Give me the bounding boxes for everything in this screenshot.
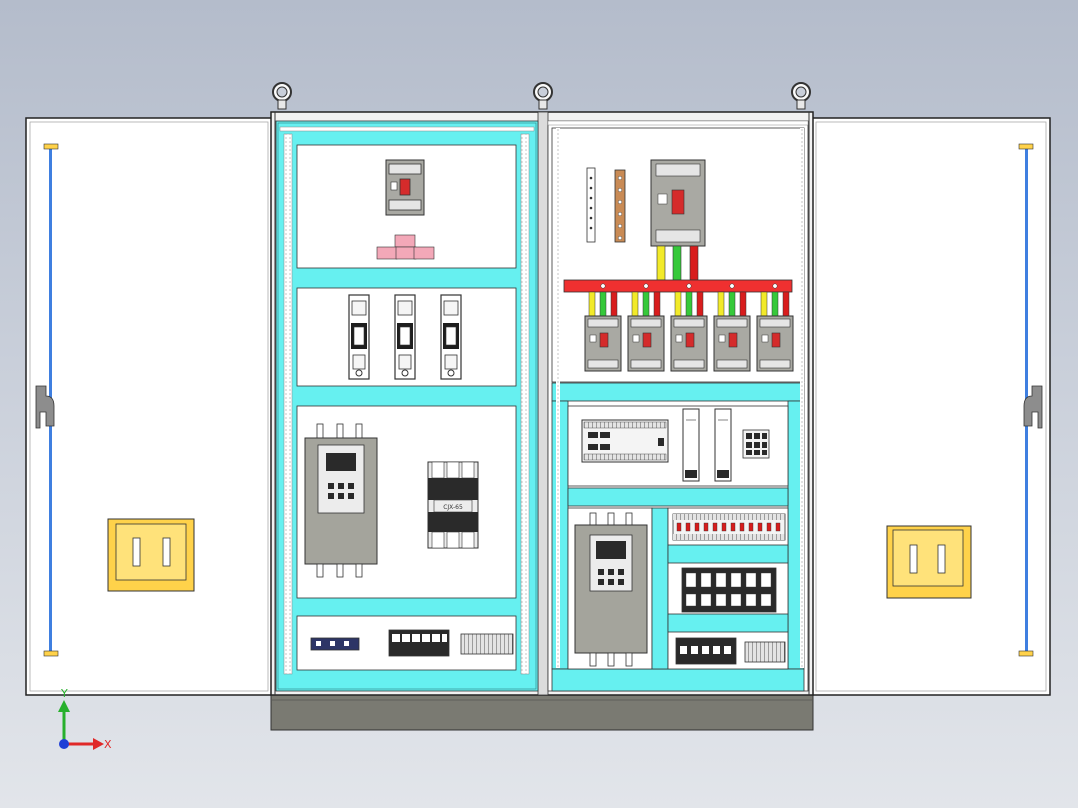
wire-yellow: [656, 245, 666, 281]
branch-breaker: [627, 283, 665, 372]
fuse-holder: [394, 294, 416, 380]
soft-starter: [304, 423, 378, 578]
z-axis-origin: [59, 739, 69, 749]
fuse-holder: [440, 294, 462, 380]
left-cabinet: CJX-65: [275, 120, 539, 692]
relay-socket: [685, 593, 697, 607]
branch-breaker: [670, 283, 708, 372]
terminal-screw: [702, 646, 709, 654]
mini-breaker-toggle: [712, 522, 718, 532]
relay-socket: [760, 593, 772, 607]
branch-breakers: [584, 283, 794, 372]
mini-breaker-toggle: [703, 522, 709, 532]
mini-breaker-toggle: [721, 522, 727, 532]
pink-terminal-lugs: [376, 234, 435, 260]
mini-breaker-toggle: [757, 522, 763, 532]
mini-breaker-toggle: [775, 522, 781, 532]
dark-terminal-block: [388, 629, 450, 657]
terminal-rows: [675, 637, 786, 665]
right-cabinet: [547, 120, 809, 692]
terminal-strip: [460, 633, 514, 655]
copper-bar: [614, 169, 626, 243]
relay-socket: [730, 593, 742, 607]
terminal-screw: [724, 646, 731, 654]
relay-socket: [700, 593, 712, 607]
lifting-eye: [272, 82, 292, 110]
relay-block: [742, 429, 770, 459]
relay-module: [730, 572, 742, 588]
axes-triad: Y X: [58, 687, 112, 751]
left-door-handle[interactable]: [107, 518, 195, 592]
relay-socket: [715, 593, 727, 607]
relay-row: [681, 567, 777, 613]
right-door[interactable]: [811, 117, 1051, 696]
mini-breaker-row: [672, 513, 786, 541]
cabinet-divider: [537, 111, 549, 696]
power-supply: [714, 408, 732, 482]
branch-breaker: [713, 283, 751, 372]
fuse-holder: [348, 294, 370, 380]
molded-case-breaker: [385, 159, 425, 216]
busbar: [563, 279, 793, 293]
wire-green: [672, 245, 682, 281]
relay-module: [685, 572, 697, 588]
branch-breaker: [584, 283, 622, 372]
relay-module: [760, 572, 772, 588]
terminal-screw: [680, 646, 687, 654]
terminal-screw: [691, 646, 698, 654]
branch-breaker: [756, 283, 794, 372]
power-supply: [682, 408, 700, 482]
left-door[interactable]: [25, 117, 273, 696]
relay-module: [700, 572, 712, 588]
relay-module: [745, 572, 757, 588]
mini-breaker-toggle: [694, 522, 700, 532]
inverter: [574, 512, 648, 667]
main-breaker: [650, 159, 706, 247]
mini-breaker-toggle: [685, 522, 691, 532]
lifting-eye: [791, 82, 811, 110]
contactor: CJX-65: [427, 461, 479, 549]
relay-module: [715, 572, 727, 588]
lifting-eye: [533, 82, 553, 110]
right-door-latch[interactable]: [1023, 385, 1043, 429]
mini-breaker-toggle: [730, 522, 736, 532]
relay-socket: [745, 593, 757, 607]
mini-breaker-toggle: [676, 522, 682, 532]
y-axis-label: Y: [60, 687, 68, 700]
right-door-handle[interactable]: [886, 525, 972, 599]
wire-red: [689, 245, 699, 281]
terminal-screw: [713, 646, 720, 654]
left-door-latch[interactable]: [35, 385, 55, 429]
mini-breaker-toggle: [766, 522, 772, 532]
small-terminal-block: [310, 637, 360, 651]
mini-breaker-toggle: [748, 522, 754, 532]
contactor-label: CJX-65: [443, 504, 463, 511]
ground-bar: [586, 167, 596, 243]
plinth: [270, 694, 814, 731]
mini-breaker-toggle: [739, 522, 745, 532]
plc-unit: [581, 419, 669, 463]
x-axis-label: X: [104, 738, 112, 751]
